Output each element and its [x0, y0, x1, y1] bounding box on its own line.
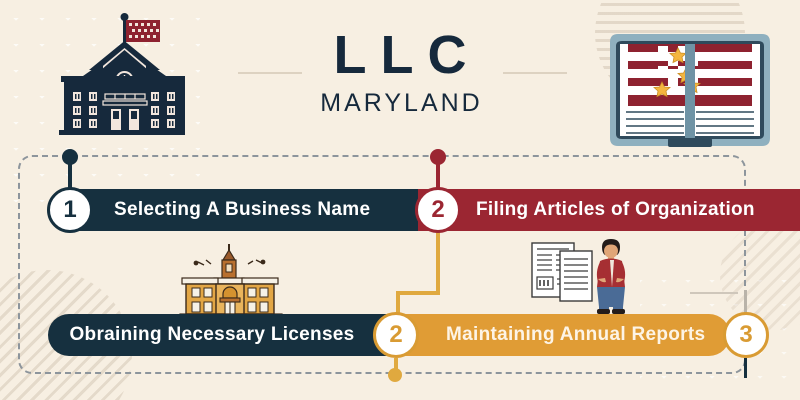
step-bar-1[interactable]: Selecting A Business Name: [48, 189, 418, 231]
connector-dot-bottom: [388, 368, 402, 382]
dashed-flow-path: [18, 155, 746, 374]
connector-dot-step-2: [430, 149, 446, 165]
connector-gold-horizontal: [396, 291, 440, 295]
step-bar-4[interactable]: Maintaining Annual Reports: [398, 314, 730, 356]
title-rule-right: [503, 72, 567, 74]
step-label-2: Filing Articles of Organization: [476, 199, 755, 220]
connector-stem-step-4: [744, 358, 747, 378]
step-bar-2[interactable]: Filing Articles of Organization: [418, 189, 800, 231]
connector-grey-vertical: [744, 290, 747, 314]
connector-gold-stem-bottom: [394, 358, 398, 376]
open-book-flag-illustration: [600, 20, 780, 165]
step-bar-3[interactable]: Obraining Necessary Licenses: [48, 314, 398, 356]
step-number-badge-2[interactable]: 2: [415, 187, 461, 233]
connector-gold-vertical-upper: [436, 231, 440, 293]
step-number-badge-1[interactable]: 1: [47, 187, 93, 233]
step-number-badge-3[interactable]: 2: [373, 312, 419, 358]
step-label-4: Maintaining Annual Reports: [446, 324, 706, 345]
step-label-3: Obraining Necessary Licenses: [69, 324, 355, 345]
capitol-building-illustration: [45, 8, 191, 153]
connector-stem-step-2: [436, 160, 440, 190]
town-hall-illustration: [168, 240, 296, 325]
page-title: LLC: [333, 25, 481, 85]
title-rule-left: [238, 72, 302, 74]
step-label-1: Selecting A Business Name: [114, 199, 371, 220]
connector-grey-horizontal: [690, 292, 738, 294]
step-number-badge-4[interactable]: 3: [723, 312, 769, 358]
connector-dot-step-1: [62, 149, 78, 165]
connector-gold-vertical-lower: [396, 291, 400, 315]
connector-stem-step-1: [68, 160, 72, 190]
page-subtitle: MARYLAND: [320, 89, 483, 117]
annual-reports-person-illustration: [530, 233, 640, 320]
page-title-block: LLC MARYLAND: [250, 26, 550, 118]
